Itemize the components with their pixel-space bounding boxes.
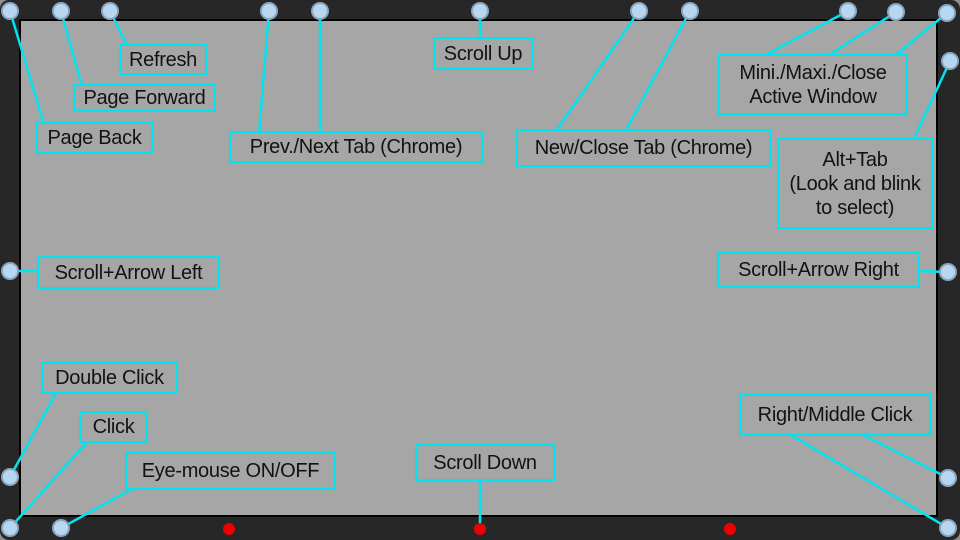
label-eye-mouse-on-off: Eye-mouse ON/OFF — [125, 452, 336, 490]
edge-hotspot-dot[interactable] — [52, 519, 70, 537]
bottom-edge-red-dot[interactable] — [474, 523, 486, 535]
label-text: Page Forward — [83, 87, 206, 109]
edge-hotspot-dot[interactable] — [1, 2, 19, 20]
label-text: Scroll Down — [433, 451, 537, 474]
label-text: (Look and blink — [789, 172, 921, 195]
label-text: Scroll+Arrow Right — [738, 259, 899, 281]
label-text: Scroll+Arrow Left — [54, 261, 203, 284]
label-text: Refresh — [129, 48, 197, 71]
label-scroll-arrow-left: Scroll+Arrow Left — [37, 256, 220, 289]
label-text: Page Back — [47, 127, 142, 149]
edge-hotspot-dot[interactable] — [887, 3, 905, 21]
edge-hotspot-dot[interactable] — [1, 519, 19, 537]
label-text: Active Window — [749, 85, 877, 108]
label-text: Eye-mouse ON/OFF — [141, 460, 320, 482]
edge-hotspot-dot[interactable] — [311, 2, 329, 20]
bottom-edge-red-dot[interactable] — [223, 523, 235, 535]
edge-hotspot-dot[interactable] — [939, 263, 957, 281]
edge-hotspot-dot[interactable] — [1, 468, 19, 486]
label-refresh: Refresh — [119, 44, 207, 75]
label-click: Click — [79, 411, 148, 443]
label-double-click: Double Click — [41, 362, 178, 394]
label-text: to select) — [815, 196, 895, 219]
edge-hotspot-dot[interactable] — [941, 52, 959, 70]
edge-hotspot-dot[interactable] — [681, 2, 699, 20]
edge-hotspot-dot[interactable] — [939, 469, 957, 487]
edge-hotspot-dot[interactable] — [938, 4, 956, 22]
label-text: New/Close Tab (Chrome) — [534, 137, 753, 159]
label-text: Click — [92, 416, 135, 438]
edge-hotspot-dot[interactable] — [101, 2, 119, 20]
label-right-middle-click: Right/Middle Click — [739, 394, 931, 436]
label-scroll-up: Scroll Up — [433, 37, 533, 70]
label-text: Prev./Next Tab (Chrome) — [249, 136, 463, 158]
bottom-edge-red-dot[interactable] — [724, 523, 736, 535]
edge-hotspot-dot[interactable] — [630, 2, 648, 20]
label-new-close-tab-chrome: New/Close Tab (Chrome) — [516, 129, 771, 167]
edge-hotspot-dot[interactable] — [52, 2, 70, 20]
label-text: Right/Middle Click — [757, 404, 913, 426]
label-scroll-down: Scroll Down — [415, 444, 555, 481]
label-page-forward: Page Forward — [73, 84, 216, 112]
label-text: Mini./Maxi./Close — [739, 61, 887, 84]
edge-hotspot-dot[interactable] — [260, 2, 278, 20]
edge-hotspot-dot[interactable] — [471, 2, 489, 20]
label-text: Scroll Up — [443, 42, 523, 65]
label-text: Alt+Tab — [822, 148, 888, 171]
edge-hotspot-dot[interactable] — [839, 2, 857, 20]
label-text: Double Click — [55, 367, 164, 389]
label-page-back: Page Back — [36, 122, 153, 154]
label-scroll-arrow-right: Scroll+Arrow Right — [717, 252, 920, 288]
edge-hotspot-dot[interactable] — [939, 519, 957, 537]
edge-hotspot-dot[interactable] — [1, 262, 19, 280]
label-prev-next-tab-chrome: Prev./Next Tab (Chrome) — [229, 131, 483, 163]
